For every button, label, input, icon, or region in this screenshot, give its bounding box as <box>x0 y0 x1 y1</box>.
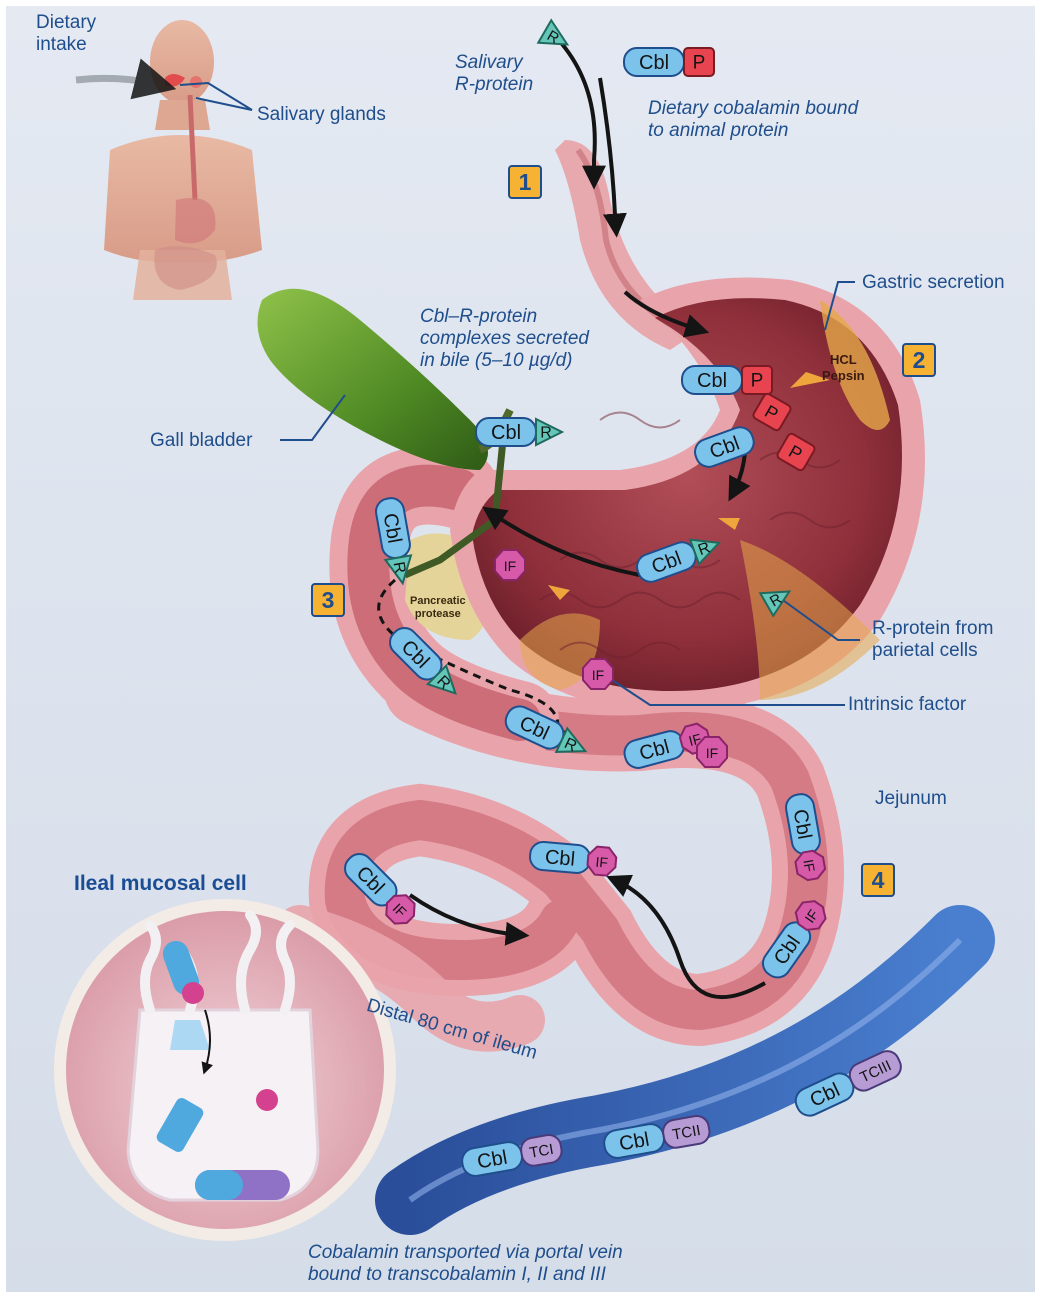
if-token-label: IF <box>504 558 516 574</box>
if-token-label: IF <box>706 745 718 761</box>
label-hcl-pepsin: HCL Pepsin <box>822 352 865 384</box>
cbl-p-complex: Cbl P <box>682 366 772 394</box>
p-token-label: P <box>693 53 706 74</box>
cbl-token-label: Cbl <box>639 52 669 74</box>
label-intrinsic-factor: Intrinsic factor <box>848 694 966 716</box>
label-cobalamin-transport: Cobalamin transported via portal vein bo… <box>308 1242 623 1286</box>
label-salivary-glands: Salivary glands <box>257 104 386 126</box>
label-gall-bladder: Gall bladder <box>150 430 252 452</box>
cbl-token-label: Cbl <box>491 422 521 444</box>
intrinsic-factor-token: IF <box>495 550 525 580</box>
p-token-label: P <box>751 371 764 392</box>
intrinsic-factor-token: IF <box>697 737 727 767</box>
cbl-p-complex: Cbl P <box>624 48 714 76</box>
heading-ileal-mucosal-cell: Ileal mucosal cell <box>74 872 247 896</box>
step-badge-3: 3 <box>311 583 345 617</box>
label-cbl-r-bile: Cbl–R-protein complexes secreted in bile… <box>420 306 589 372</box>
cbl-token-label: Cbl <box>544 846 576 871</box>
r-token-label: R <box>540 425 552 442</box>
ileal-cell-inset <box>60 905 390 1235</box>
label-pancreatic-protease: Pancreatic protease <box>410 595 466 621</box>
intrinsic-factor-token: IF <box>583 659 613 689</box>
step-badge-2: 2 <box>902 343 936 377</box>
label-salivary-r-protein: Salivary R-protein <box>455 52 533 96</box>
label-dietary-cobalamin: Dietary cobalamin bound to animal protei… <box>648 98 858 142</box>
label-r-protein-parietal: R-protein from parietal cells <box>872 618 993 662</box>
label-gastric-secretion: Gastric secretion <box>862 272 1005 294</box>
if-token-label: IF <box>592 667 604 683</box>
if-token-label: IF <box>595 854 609 871</box>
label-dietary-intake: Dietary intake <box>36 12 96 56</box>
label-jejunum: Jejunum <box>875 788 947 810</box>
cbl-token-label: Cbl <box>697 370 727 392</box>
step-badge-4: 4 <box>861 863 895 897</box>
step-badge-1: 1 <box>508 165 542 199</box>
